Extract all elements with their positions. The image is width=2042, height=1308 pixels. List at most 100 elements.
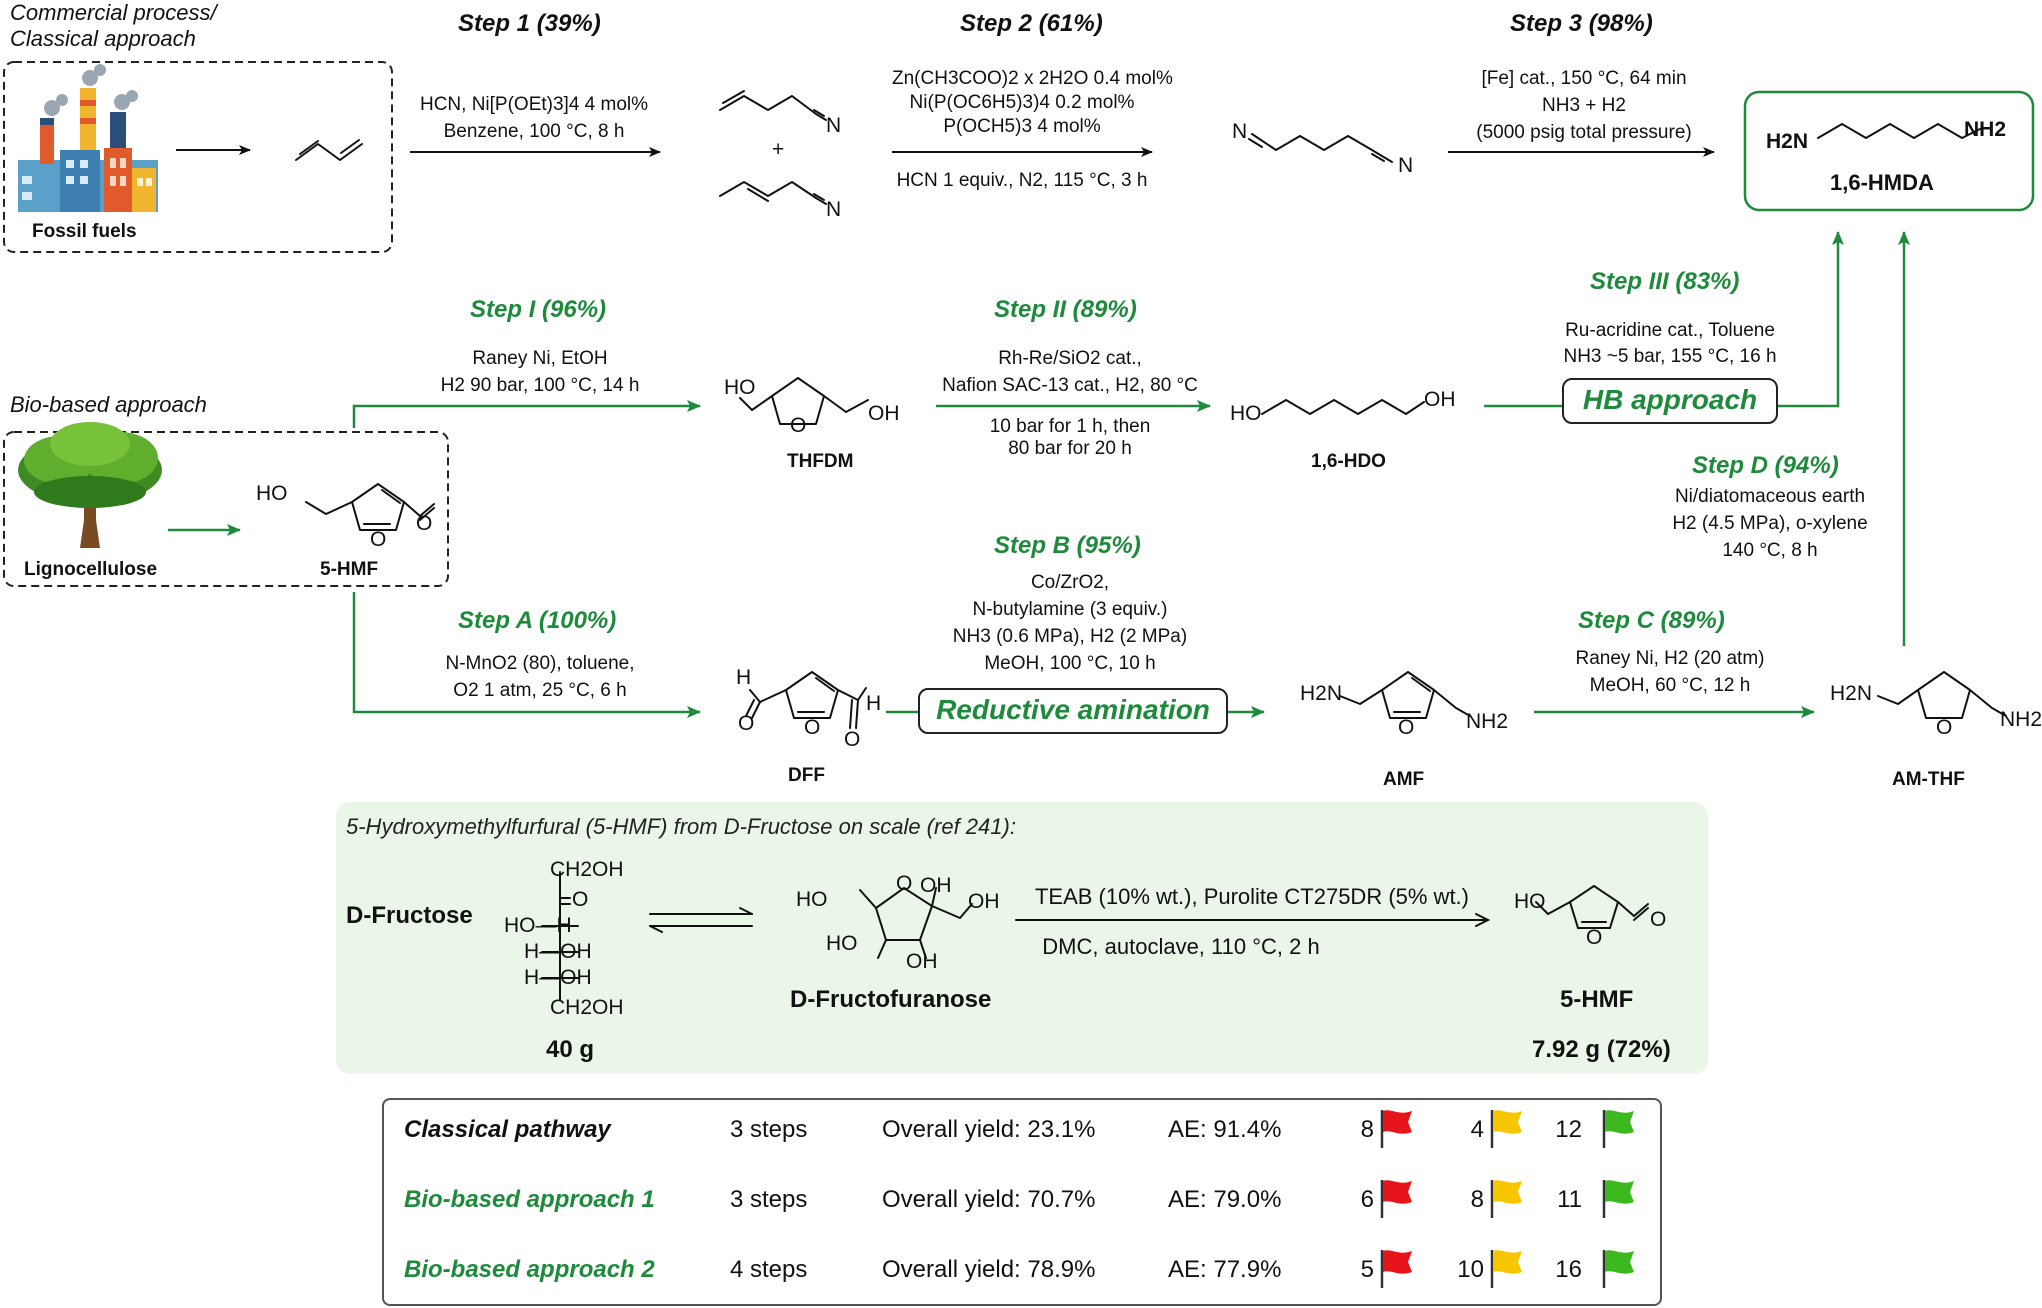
stepA-cond-b: O2 1 atm, 25 °C, 6 h (453, 680, 627, 701)
summary-row-yield: Overall yield: 70.7% (882, 1186, 1096, 1213)
stepC-cond-b: MeOH, 60 °C, 12 h (1589, 675, 1751, 696)
butadiene-structure (295, 139, 363, 161)
bio-box (3, 431, 449, 587)
amthf-h2n: H2N (1830, 682, 1873, 705)
step3-cond-b: NH3 + H2 (1542, 95, 1626, 116)
adiponitrile-n-right: N (1398, 154, 1414, 177)
yellow-flag-icon (1490, 1110, 1522, 1148)
thfdm-ring-o: O (790, 414, 807, 437)
pentenenitrile-top-n: N (826, 114, 842, 137)
hmf-product-ring-o: O (1586, 926, 1603, 949)
red-flag-icon (1380, 1180, 1412, 1218)
hmf-product-ho: HO (1514, 890, 1546, 913)
summary-row-steps: 4 steps (730, 1256, 808, 1283)
step1-cond-b: Benzene, 100 °C, 8 h (443, 121, 625, 142)
d-fructose-label: D-Fructose (346, 902, 473, 929)
dff-o-left: O (738, 712, 755, 735)
stepII-title: Step II (89%) (994, 296, 1137, 323)
summary-row-name: Bio-based approach 1 (404, 1186, 655, 1213)
hdo-structure (1261, 399, 1425, 415)
fossil-label: Fossil fuels (32, 221, 137, 242)
summary-row-yellow-count: 8 (1470, 1186, 1484, 1213)
adiponitrile-structure (1248, 133, 1393, 163)
summary-row-green-count: 12 (1555, 1116, 1582, 1143)
amf-structure (1339, 671, 1471, 719)
stepD-cond-a: Ni/diatomaceous earth (1674, 486, 1866, 507)
arrow-stepA (352, 592, 701, 718)
furanose-ho-left: HO (796, 888, 828, 911)
thfdm-ho: HO (724, 376, 756, 399)
fischer-ch2oh-top: CH2OH (550, 858, 624, 881)
amf-h2n: H2N (1300, 682, 1343, 705)
reductive-amination-callout: Reductive amination (918, 688, 1228, 734)
thfdm-oh: OH (868, 402, 900, 425)
stepIII-cond-b: NH3 ~5 bar, 155 °C, 16 h (1563, 346, 1777, 367)
amthf-nh2: NH2 (2000, 708, 2042, 731)
stepA-title: Step A (100%) (458, 607, 617, 634)
summary-row-steps: 3 steps (730, 1116, 808, 1143)
stepC-cond-a: Raney Ni, H2 (20 atm) (1575, 648, 1765, 669)
amthf-label: AM-THF (1892, 769, 1965, 790)
furanose-oh-anomeric: OH (920, 874, 952, 897)
step1-cond-a: HCN, Ni[P(OEt)3]4 4 mol% (419, 94, 649, 115)
red-flag-icon (1380, 1110, 1412, 1148)
stepA-cond-a: N-MnO2 (80), toluene, (445, 653, 635, 674)
stepII-cond-a: Rh-Re/SiO2 cat., (998, 348, 1142, 369)
mass-out: 7.92 g (72%) (1532, 1036, 1671, 1063)
amf-ring-o: O (1398, 716, 1415, 739)
green-flag-icon (1602, 1180, 1634, 1218)
stepII-cond-b: Nafion SAC-13 cat., H2, 80 °C (942, 375, 1198, 396)
hmda-label: 1,6-HMDA (1830, 170, 1934, 195)
stepI-title: Step I (96%) (470, 296, 607, 323)
amthf-structure (1877, 671, 2007, 719)
thfdm-structure (739, 377, 869, 425)
stepII-cond-d: 80 bar for 20 h (1008, 438, 1132, 459)
summary-table (382, 1098, 1662, 1306)
dff-h-left: H (736, 666, 752, 689)
summary-row-ae: AE: 79.0% (1168, 1186, 1282, 1213)
hdo-oh: OH (1424, 388, 1456, 411)
furanose-ho-bottom: HO (826, 932, 858, 955)
summary-row-red-count: 8 (1360, 1116, 1374, 1143)
dff-h-right: H (866, 692, 882, 715)
dff-label: DFF (788, 765, 825, 786)
summary-row-name: Classical pathway (404, 1116, 611, 1143)
fischer-ch2oh-bottom: CH2OH (550, 996, 624, 1019)
stepD-cond-c: 140 °C, 8 h (1722, 540, 1818, 561)
inset-cond-top: TEAB (10% wt.), Purolite CT275DR (5% wt.… (1034, 884, 1469, 909)
stepB-cond-c: NH3 (0.6 MPa), H2 (2 MPa) (952, 626, 1188, 647)
tree-icon (18, 422, 162, 548)
summary-row-green-count: 11 (1557, 1186, 1582, 1213)
mass-in: 40 g (546, 1036, 595, 1063)
stepB-cond-a: Co/ZrO2, (1030, 572, 1110, 593)
pentenenitrile-bottom-structure (719, 181, 827, 205)
stepD-cond-b: H2 (4.5 MPa), o-xylene (1672, 513, 1868, 534)
furanose-ring-o: O (896, 872, 913, 895)
dff-ring-o: O (804, 716, 821, 739)
furanose-oh-bottom: OH (906, 950, 938, 973)
inset-cond-bottom: DMC, autoclave, 110 °C, 2 h (1042, 934, 1320, 959)
stepC-title: Step C (89%) (1578, 607, 1725, 634)
stepI-cond-a: Raney Ni, EtOH (472, 348, 608, 369)
classical-title-line1: Commercial process/ (10, 0, 217, 25)
summary-row-yellow-count: 4 (1470, 1116, 1484, 1143)
step2-cond-a: Zn(CH3COO)2 x 2H2O 0.4 mol% (892, 68, 1173, 89)
amthf-ring-o: O (1936, 716, 1953, 739)
classical-title-line2: Classical approach (10, 26, 196, 51)
fossil-box (3, 61, 393, 253)
yellow-flag-icon (1490, 1250, 1522, 1288)
summary-row-green-count: 16 (1555, 1256, 1582, 1283)
summary-row-red-count: 6 (1360, 1186, 1374, 1213)
step2-cond-c: P(OCH5)3 4 mol% (943, 116, 1101, 137)
fischer-row3: H—OH (524, 966, 592, 989)
step3-cond-c: (5000 psig total pressure) (1476, 122, 1692, 143)
hmf-ring-o: O (370, 528, 387, 551)
inset-title: 5-Hydroxymethylfurfural (5-HMF) from D-F… (346, 814, 1016, 839)
stepIII-cond-a: Ru-acridine cat., Toluene (1565, 320, 1775, 341)
summary-row-steps: 3 steps (730, 1186, 808, 1213)
amf-label: AMF (1383, 769, 1425, 790)
furanose-oh-right: OH (968, 890, 1000, 913)
arrow-stepI (352, 400, 701, 428)
hdo-ho: HO (1230, 402, 1262, 425)
